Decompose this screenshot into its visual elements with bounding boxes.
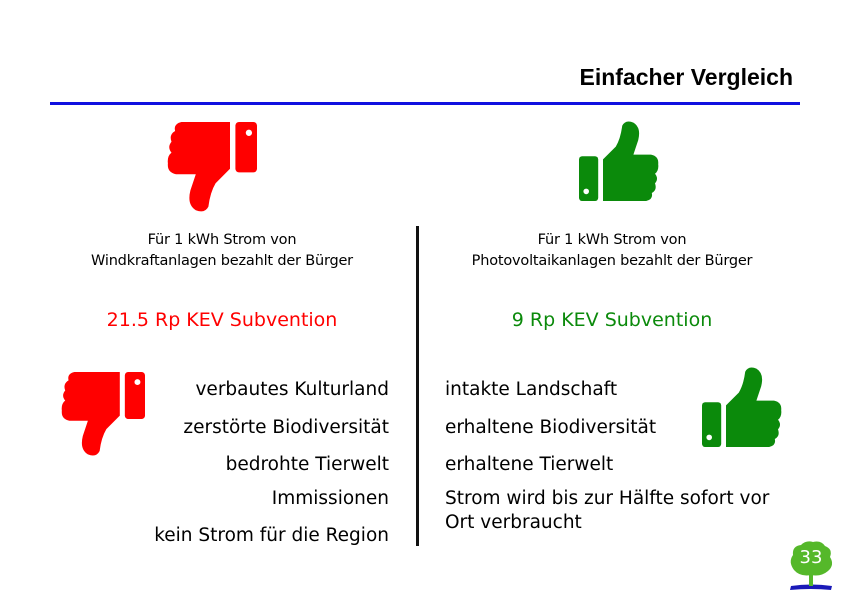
list-item: erhaltene Biodiversität [445, 417, 657, 438]
wind-subsidy: 21.5 Rp KEV Subvention [106, 309, 338, 331]
list-item: zerstörte Biodiversität [183, 417, 389, 438]
list-item: erhaltene Tierwelt [445, 454, 614, 475]
intro-line: Windkraftanlagen bezahlt der Bürger [91, 253, 353, 269]
title-divider [50, 102, 800, 105]
column-divider [416, 226, 419, 546]
page-number: 33 [799, 547, 823, 568]
intro-line: Für 1 kWh Strom von [147, 232, 297, 248]
pv-benefits-list: intakte Landschaft erhaltene Biodiversit… [445, 0, 825, 601]
list-item: Strom wird bis zur Hälfte sofort vor [445, 488, 770, 509]
list-item: kein Strom für die Region [154, 525, 389, 546]
list-item: bedrohte Tierwelt [225, 454, 389, 475]
right-intro: Für 1 kWh Strom von Photovoltaikanlagen … [422, 230, 802, 272]
wind-drawbacks-list: verbautes Kulturland zerstörte Biodivers… [0, 0, 389, 601]
tree-page-badge-icon [790, 541, 833, 590]
pv-subsidy: 9 Rp KEV Subvention [511, 309, 713, 331]
intro-line: Photovoltaikanlagen bezahlt der Bürger [471, 253, 753, 269]
list-item: Ort verbraucht [445, 512, 582, 533]
left-intro: Für 1 kWh Strom von Windkraftanlagen bez… [32, 230, 412, 272]
list-item: verbautes Kulturland [195, 379, 389, 400]
intro-line: Für 1 kWh Strom von [537, 232, 687, 248]
list-item: intakte Landschaft [445, 379, 618, 400]
slide-title: Einfacher Vergleich [579, 64, 793, 90]
list-item: Immissionen [271, 488, 389, 509]
